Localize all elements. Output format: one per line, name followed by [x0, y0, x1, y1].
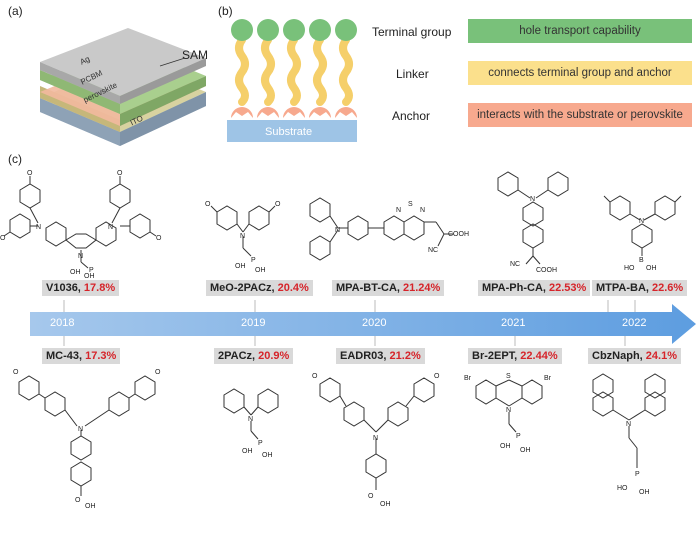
molecule-2pacz: N P OH OH [223, 388, 279, 459]
molecule-br-2ept: S N Br Br P OH OH [464, 373, 552, 454]
year-2019: 2019 [241, 317, 266, 329]
molecule-eadr03: N O O O OH [312, 373, 440, 508]
ag-layer-top [40, 28, 206, 96]
svg-text:N: N [36, 224, 41, 231]
svg-text:N: N [108, 224, 113, 231]
svg-text:S: S [506, 373, 511, 380]
year-2018: 2018 [50, 317, 75, 329]
caption-meo-2pacz: MeO-2PACz, 20.4% [206, 280, 313, 296]
terminal-group-circles [231, 19, 357, 41]
caption-cbznaph: CbzNaph, 24.1% [588, 348, 681, 364]
svg-text:O: O [312, 373, 318, 380]
legend-desc-terminal-group: hole transport capability [468, 19, 692, 43]
panel-label-a: (a) [8, 4, 23, 18]
svg-text:O: O [155, 369, 161, 376]
year-2020: 2020 [362, 317, 387, 329]
svg-text:O: O [156, 235, 162, 242]
caption-v1036: V1036, 17.8% [42, 280, 120, 296]
svg-text:O: O [13, 369, 19, 376]
svg-text:S: S [408, 201, 413, 208]
svg-text:N: N [420, 207, 425, 214]
svg-text:P: P [251, 257, 256, 264]
svg-text:N: N [639, 218, 644, 225]
molecule-meo-2pacz: N P O O OH OH [205, 201, 281, 274]
sam-label: SAM [182, 48, 209, 62]
svg-text:OH: OH [84, 273, 95, 278]
svg-text:N: N [78, 426, 83, 433]
svg-text:O: O [27, 170, 33, 177]
svg-text:O: O [117, 170, 123, 177]
svg-text:B: B [639, 257, 644, 264]
svg-text:P: P [89, 267, 94, 274]
svg-text:N: N [78, 253, 83, 260]
svg-text:OH: OH [639, 489, 650, 496]
svg-text:P: P [516, 433, 521, 440]
caption-br-2ept: Br-2EPT, 22.44% [468, 348, 562, 364]
molecule-mtpa-ba: N B HO OH [603, 195, 682, 272]
svg-text:O: O [0, 235, 6, 242]
panel-label-b: (b) [218, 4, 233, 18]
substrate-label: Substrate [265, 126, 313, 138]
svg-text:O: O [205, 201, 211, 208]
caption-mtpa-ba: MTPA-BA, 22.6% [592, 280, 688, 296]
molecule-cbznaph: N P HO OH [592, 373, 666, 496]
molecule-mpa-bt-ca: N S N N COOH NC [309, 197, 469, 261]
legend-term-terminal-group: Terminal group [372, 25, 452, 39]
svg-text:OH: OH [646, 265, 657, 272]
device-stack-diagram [40, 28, 206, 146]
svg-text:NC: NC [428, 247, 438, 254]
svg-text:OH: OH [500, 443, 511, 450]
svg-text:N: N [396, 207, 401, 214]
svg-text:COOH: COOH [448, 231, 469, 238]
legend-term-linker: Linker [396, 67, 429, 81]
caption-mpa-bt-ca: MPA-BT-CA, 21.24% [332, 280, 445, 296]
svg-text:N: N [626, 421, 631, 428]
svg-text:OH: OH [262, 452, 273, 459]
timeline-arrow [30, 300, 696, 346]
sam-schematic [227, 19, 357, 142]
svg-text:OH: OH [520, 447, 531, 454]
svg-text:P: P [635, 471, 640, 478]
svg-text:Br: Br [544, 375, 552, 382]
caption-mpa-ph-ca: MPA-Ph-CA, 22.53% [478, 280, 591, 296]
svg-text:N: N [506, 407, 511, 414]
svg-text:N: N [373, 435, 378, 442]
svg-text:Br: Br [464, 375, 472, 382]
svg-text:HO: HO [624, 265, 635, 272]
svg-text:OH: OH [85, 503, 96, 510]
legend-desc-linker: connects terminal group and anchor [468, 61, 692, 85]
svg-text:N: N [240, 233, 245, 240]
svg-text:OH: OH [255, 267, 266, 274]
svg-text:OH: OH [380, 501, 391, 508]
caption-eadr03: EADR03, 21.2% [336, 348, 425, 364]
svg-text:HO: HO [617, 485, 628, 492]
svg-text:N: N [530, 196, 535, 203]
legend-desc-anchor: interacts with the substrate or perovski… [468, 103, 692, 127]
svg-text:O: O [75, 497, 81, 504]
svg-text:O: O [275, 201, 281, 208]
molecule-v1036: N N N O O O O P OH OH [0, 170, 162, 278]
substrate-block [227, 120, 357, 142]
caption-mc-43: MC-43, 17.3% [42, 348, 121, 364]
svg-text:COOH: COOH [536, 267, 557, 274]
molecule-mpa-ph-ca: N NC COOH [497, 171, 569, 274]
svg-text:OH: OH [70, 269, 81, 276]
year-2021: 2021 [501, 317, 526, 329]
svg-text:O: O [368, 493, 374, 500]
molecule-mc-43: N O O O OH [13, 369, 161, 510]
svg-text:NC: NC [510, 261, 520, 268]
year-2022: 2022 [622, 317, 647, 329]
svg-text:N: N [335, 227, 340, 234]
svg-text:O: O [434, 373, 440, 380]
panel-label-c: (c) [8, 152, 22, 166]
svg-text:N: N [248, 416, 253, 423]
svg-text:P: P [258, 440, 263, 447]
anchor-shapes [231, 107, 357, 118]
caption-2pacz: 2PACz, 20.9% [214, 348, 294, 364]
svg-text:OH: OH [242, 448, 253, 455]
legend-term-anchor: Anchor [392, 109, 431, 123]
svg-text:OH: OH [235, 263, 246, 270]
